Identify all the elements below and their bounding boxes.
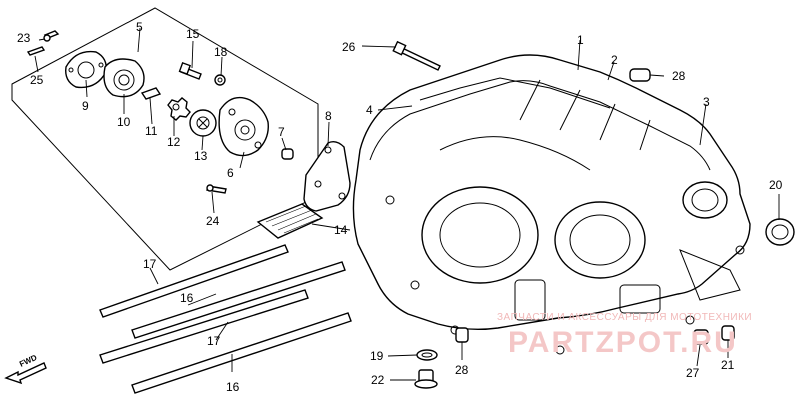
callout-17-lower: 17 (207, 334, 221, 348)
callout-7: 7 (278, 125, 285, 139)
part-20-oil-seal (765, 218, 795, 246)
part-10-cover (103, 58, 145, 98)
part-14-filter-screen (256, 203, 324, 239)
callout-17-upper: 17 (143, 257, 157, 271)
part-15-bolt (178, 61, 202, 80)
callout-25: 25 (30, 73, 44, 87)
stud-17-upper (99, 244, 289, 318)
part-7-dowel (281, 148, 294, 160)
callout-16-upper: 16 (180, 291, 194, 305)
callout-19: 19 (370, 349, 384, 363)
callout-23: 23 (17, 31, 31, 45)
stud-16-lower (131, 312, 352, 394)
callout-16-lower: 16 (226, 380, 240, 394)
callout-15: 15 (186, 27, 200, 41)
callout-labels: 1 2 3 4 5 6 7 8 9 10 11 12 13 14 15 16 1… (17, 20, 783, 394)
callout-24: 24 (206, 214, 220, 228)
part-28-lower-dowel (455, 327, 469, 343)
stud-17-lower (99, 289, 309, 364)
watermark: ЗАПЧАСТИ И АКСЕССУАРЫ ДЛЯ МОТОТЕХНИКИ PA… (497, 312, 752, 359)
callout-8: 8 (325, 109, 332, 123)
part-13-rotor (189, 109, 217, 137)
callout-12: 12 (167, 135, 181, 149)
callout-1: 1 (577, 33, 584, 47)
callout-22: 22 (371, 373, 385, 387)
part-22-drain-bolt (414, 369, 438, 389)
fwd-arrow-icon (4, 362, 47, 385)
callout-11: 11 (145, 124, 158, 138)
callout-26: 26 (342, 40, 356, 54)
callout-2: 2 (611, 53, 618, 67)
part-24-bolt (206, 184, 227, 194)
callout-10: 10 (117, 115, 131, 129)
callout-20: 20 (769, 178, 783, 192)
callout-28-upper: 28 (672, 69, 686, 83)
part-12-gear (167, 97, 191, 121)
callout-21: 21 (721, 358, 735, 372)
callout-5: 5 (136, 20, 143, 34)
part-28-upper-dowel (629, 68, 651, 82)
part-18-washer (214, 74, 226, 86)
part-23-bolt (43, 30, 60, 42)
leader-lines (34, 27, 780, 381)
part-19-washer (416, 349, 438, 361)
callout-4: 4 (366, 103, 373, 117)
callout-3: 3 (703, 95, 710, 109)
callout-14: 14 (334, 223, 348, 237)
watermark-text: ЗАПЧАСТИ И АКСЕССУАРЫ ДЛЯ МОТОТЕХНИКИ (497, 312, 752, 323)
callout-9: 9 (82, 99, 89, 113)
callout-27: 27 (686, 366, 700, 380)
part-27-dowel (693, 329, 709, 345)
callout-6: 6 (227, 166, 234, 180)
part-6-oil-pump-body (218, 96, 269, 157)
callout-28-lower: 28 (455, 363, 469, 377)
stud-16-upper (131, 261, 346, 339)
watermark-logo: PARTZPOT.RU (508, 326, 738, 359)
part-8-gasket (303, 140, 351, 212)
callout-13: 13 (194, 149, 208, 163)
part-26-bolt (392, 40, 441, 71)
crankcase-assembly (352, 54, 751, 355)
part-11-pin (140, 87, 162, 100)
callout-18: 18 (214, 45, 228, 59)
part-25-pin (26, 46, 46, 56)
